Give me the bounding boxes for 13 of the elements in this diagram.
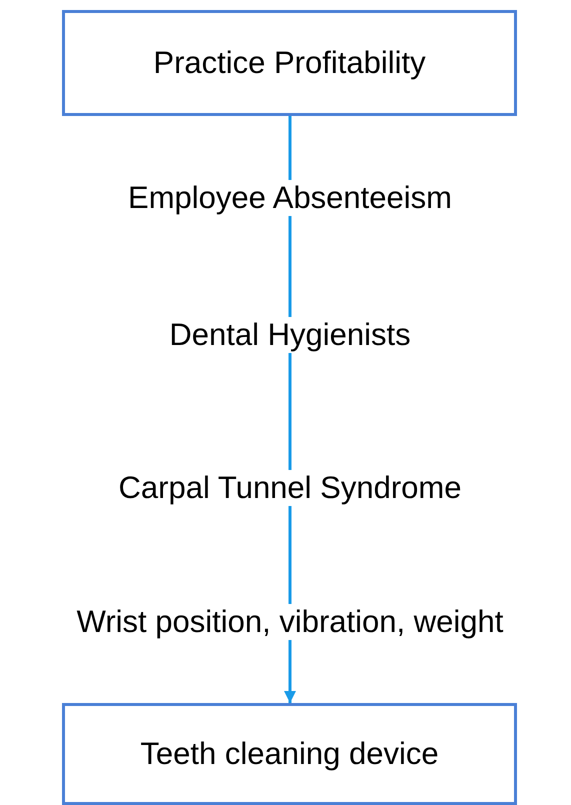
connector-line — [288, 353, 292, 470]
node-label: Carpal Tunnel Syndrome — [118, 470, 462, 506]
box-label: Teeth cleaning device — [140, 736, 439, 772]
connector-line — [288, 216, 292, 317]
connector-line — [288, 116, 292, 180]
arrow — [284, 640, 296, 703]
process-box — [62, 703, 517, 805]
node-label: Wrist position, vibration, weight — [76, 604, 504, 640]
node-label: Dental Hygienists — [169, 317, 411, 353]
box-label: Practice Profitability — [153, 45, 426, 81]
process-box — [62, 10, 517, 116]
node-label: Employee Absenteeism — [128, 180, 452, 216]
connector-line — [288, 506, 292, 604]
